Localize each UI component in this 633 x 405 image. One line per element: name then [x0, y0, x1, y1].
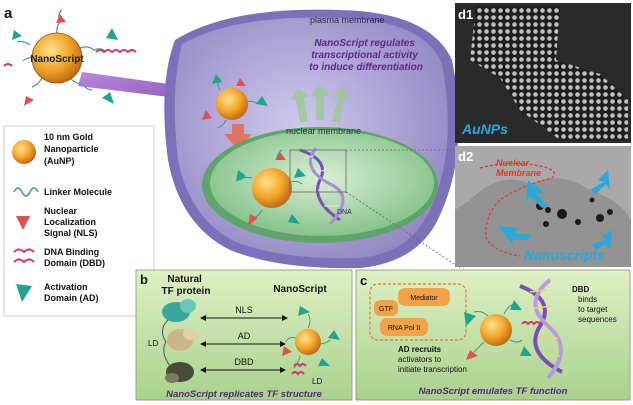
- gtf-label: GTF: [379, 306, 393, 313]
- entry-arrow: [78, 72, 222, 110]
- zoom-box: [289, 149, 347, 193]
- panel-d1: d1 AuNPs: [455, 3, 631, 143]
- differentiation-arrows: [290, 84, 350, 122]
- nanoscript-particle-large: NanoScript: [3, 9, 137, 106]
- aunp-cluster: [470, 6, 628, 140]
- natural-tf-title: Natural TF protein: [162, 274, 211, 297]
- legend-item-ad: Activation Domain (AD): [44, 282, 99, 303]
- nuclear-membrane-trace: [479, 162, 555, 257]
- dna-label: DNA: [337, 209, 352, 216]
- plasma-membrane-label: plasma membrane: [310, 15, 385, 25]
- panel-c-nanoscript: [464, 300, 541, 360]
- nls-icon: [16, 216, 30, 230]
- linker-molecule-icon: [13, 187, 39, 197]
- panel-b-nanoscript: [282, 306, 340, 376]
- mediator-blob: [398, 288, 450, 306]
- panel-label-b: b: [140, 272, 148, 287]
- ad-marker: [102, 92, 114, 104]
- panel-d2: d2 Nuclear Membrane Nanoscripts: [455, 146, 631, 267]
- dbd-icon: [13, 248, 35, 264]
- ad-marker: [106, 28, 118, 40]
- panel-c-dna: [519, 278, 563, 380]
- panel-b-nanoscript-title: NanoScript: [273, 284, 327, 295]
- nanoscript-aggregates: [536, 197, 613, 227]
- nanoscript-particle-cytoplasm: [202, 74, 268, 129]
- panel-c-caption: NanoScript emulates TF function: [419, 386, 568, 397]
- rna-pol-blob: [380, 318, 428, 336]
- gtf-blob: [374, 300, 398, 316]
- aunps-label: AuNPs: [461, 121, 508, 137]
- mediator-label: Mediator: [410, 295, 438, 302]
- dna-helix: [299, 147, 345, 226]
- panel-label-c: c: [360, 273, 367, 288]
- gold-nanoparticle-icon: [12, 140, 36, 164]
- panel-c: c Mediator GTF RNA Pol II: [355, 269, 631, 401]
- ad-description: AD recruits activators to initiate trans…: [398, 345, 467, 374]
- legend-item-gold: 10 nm Gold Nanoparticle (AuNP): [44, 132, 101, 166]
- panel-b-arrows: [204, 317, 284, 371]
- panel-b-row-nls: NLS: [235, 305, 253, 315]
- legend-item-linker: Linker Molecule: [44, 187, 112, 197]
- panel-b-ld-right: LD: [312, 377, 322, 386]
- dbd-description: DBD binds to target sequences: [572, 285, 617, 324]
- nanoscripts-label: Nanoscripts: [524, 247, 605, 263]
- dbd-marker: [3, 49, 137, 67]
- nanoscript-particle-nucleus: [236, 149, 306, 226]
- rna-pol-label: RNA Pol II: [388, 325, 420, 332]
- ad-icon: [16, 284, 32, 302]
- transcription-complex: [369, 283, 467, 341]
- nanoscript-label: NanoScript: [30, 54, 84, 65]
- panel-label-d2: d2: [458, 149, 473, 164]
- ad-marker: [12, 30, 22, 40]
- natural-tf-protein: [162, 299, 197, 383]
- nuclear-membrane-label: nuclear membrane: [286, 126, 361, 136]
- legend-item-dbd: DNA Binding Domain (DBD): [44, 247, 105, 268]
- cell-title: NanoScript regulates transcriptional act…: [309, 38, 423, 73]
- nuclear-entry-arrow: [224, 124, 252, 150]
- panel-label-a: a: [4, 5, 13, 22]
- nls-marker: [56, 14, 66, 23]
- nanoscript-pointer-arrows: [498, 170, 612, 250]
- legend-item-nls: Nuclear Localization Signal (NLS): [44, 206, 99, 238]
- panel-b-row-ad: AD: [238, 331, 251, 341]
- panel-b-row-dbd: DBD: [234, 357, 254, 367]
- nucleus: nuclear membrane: [202, 126, 438, 243]
- panel-b-ld-left: LD: [148, 339, 158, 348]
- nls-marker: [24, 96, 34, 106]
- panel-label-d1: d1: [458, 7, 473, 22]
- panel-b-caption: NanoScript replicates TF structure: [166, 389, 322, 400]
- nuclear-membrane-em-label: Nuclear Membrane: [496, 158, 541, 178]
- legend: 10 nm Gold Nanoparticle (AuNP) Linker Mo…: [3, 125, 155, 317]
- panel-b: b Natural TF protein NanoScript LD: [135, 269, 353, 401]
